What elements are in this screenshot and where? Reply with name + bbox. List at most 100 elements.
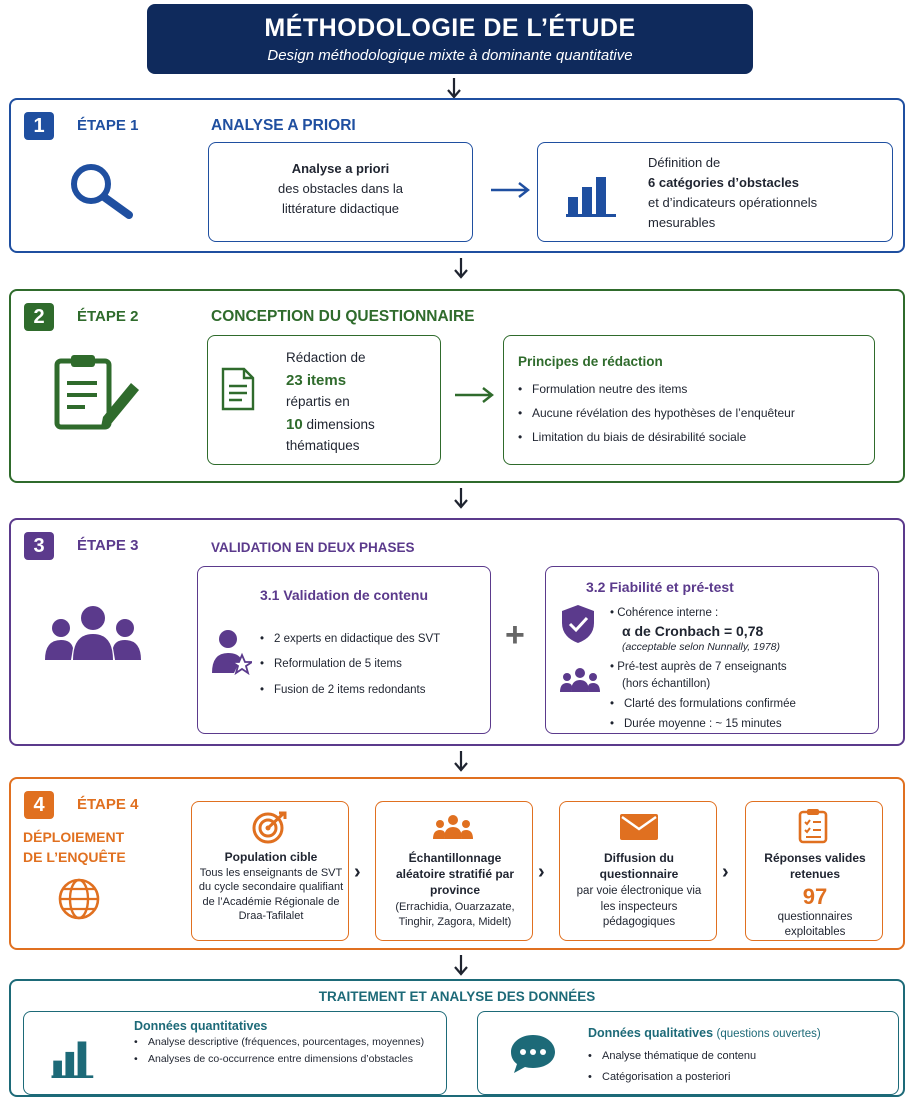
group-icon: [45, 606, 141, 660]
step4-badge: 4: [24, 791, 54, 819]
list-item: Aucune révélation des hypothèses de l’en…: [518, 401, 874, 425]
step2-box1-line3: répartis en: [286, 394, 350, 410]
bar-chart-icon: [51, 1041, 94, 1078]
step3-phase2-box: 3.2 Fiabilité et pré-test • Cohérence in…: [545, 566, 879, 734]
step1-box1-line2: des obstacles dans la: [277, 181, 404, 197]
page-subtitle: Design méthodologique mixte à dominante …: [267, 47, 633, 64]
step4-card-responses: Réponses valides retenues 97 questionnai…: [745, 801, 883, 941]
plus-icon: +: [505, 616, 525, 654]
step2-items-box: Rédaction de 23 items répartis en 10 dim…: [207, 335, 441, 465]
step3-phase2-title: 3.2 Fiabilité et pré-test: [586, 579, 734, 595]
target-icon: [252, 811, 287, 844]
step2-principles-title: Principes de rédaction: [518, 354, 663, 369]
step4-title: DÉPLOIEMENT DE L’ENQUÊTE: [23, 827, 126, 868]
list-item: Limitation du biais de désirabilité soci…: [518, 425, 874, 449]
pretest-note: (hors échantillon): [622, 677, 711, 690]
list-item: Fusion de 2 items redondants: [260, 678, 440, 704]
step1-box1-line1: Analyse a priori: [291, 161, 390, 176]
step2-box1-line1: Rédaction de: [286, 350, 366, 365]
cronbach-alpha: α de Cronbach = 0,78: [622, 622, 764, 639]
chat-bubble-icon: [511, 1035, 555, 1073]
magnifier-icon: [71, 164, 133, 219]
step1-title: ANALYSE A PRIORI: [211, 117, 356, 134]
analysis-quant-box: Données quantitatives Analyse descriptiv…: [23, 1011, 447, 1095]
list-item: Analyses de co-occurrence entre dimensio…: [134, 1053, 434, 1067]
list-item: Durée moyenne : ~ 15 minutes: [610, 714, 796, 734]
expert-star-icon: [212, 630, 252, 675]
analysis-qual-box: Données qualitatives (questions ouvertes…: [477, 1011, 899, 1095]
step2-dimensions-label: dimensions: [302, 417, 375, 433]
step2-items-count: 23 items: [286, 371, 347, 389]
card-text: par voie électronique via les inspecteur…: [576, 885, 702, 929]
checklist-icon: [798, 809, 828, 844]
step2-label: ÉTAPE 2: [77, 308, 139, 325]
card-text: Tous les enseignants de SVT du cycle sec…: [198, 867, 344, 922]
list-item: Analyse descriptive (fréquences, pourcen…: [134, 1036, 434, 1050]
analysis-title: TRAITEMENT ET ANALYSE DES DONNÉES: [318, 989, 596, 1004]
step2-box1-line5: thématiques: [286, 438, 360, 454]
step2-dimensions-count: 10: [286, 416, 303, 434]
qual-title-note: (questions ouvertes): [716, 1028, 821, 1040]
alpha-note: (acceptable selon Nunnally, 1978): [622, 640, 780, 653]
step1-box1-line3: littérature didactique: [281, 201, 400, 217]
card-title: Échantillonnage aléatoire stratifié par …: [395, 851, 515, 898]
step1-section: 1 ÉTAPE 1 ANALYSE A PRIORI Analyse a pri…: [9, 98, 905, 253]
down-arrow-icon: [454, 751, 468, 772]
step4-card-diffusion: Diffusion du questionnaire par voie élec…: [559, 801, 717, 941]
step4-label: ÉTAPE 4: [77, 796, 139, 813]
people-icon: [560, 668, 600, 692]
quant-list: Analyse descriptive (fréquences, pourcen…: [134, 1036, 434, 1066]
step4-card-sampling: Échantillonnage aléatoire stratifié par …: [375, 801, 533, 941]
down-arrow-icon: [454, 955, 468, 976]
step1-box2-line1: Définition de: [648, 155, 721, 170]
coherence-label: Cohérence interne :: [617, 607, 719, 619]
step1-label: ÉTAPE 1: [77, 117, 139, 134]
right-arrow-icon: ›: [354, 861, 361, 883]
bar-chart-icon: [566, 177, 616, 217]
step1-box2-line3: et d’indicateurs opérationnels: [648, 195, 818, 211]
list-item: Analyse thématique de contenu: [588, 1046, 756, 1067]
shield-check-icon: [562, 605, 594, 643]
step2-title: CONCEPTION DU QUESTIONNAIRE: [211, 308, 475, 325]
step2-badge: 2: [24, 303, 54, 331]
step1-definition-text: Définition de 6 catégories d’obstacles e…: [648, 153, 888, 234]
envelope-icon: [620, 814, 658, 840]
step4-section: 4 ÉTAPE 4 DÉPLOIEMENT DE L’ENQUÊTE Popul…: [9, 777, 905, 950]
document-icon: [221, 367, 255, 411]
step4-title-line1: DÉPLOIEMENT: [23, 829, 125, 845]
card-title: Diffusion du questionnaire: [599, 851, 679, 882]
qual-list: Analyse thématique de contenu Catégorisa…: [588, 1046, 756, 1088]
down-arrow-icon: [447, 78, 461, 99]
step1-definition-box: Définition de 6 catégories d’obstacles e…: [537, 142, 893, 242]
card-title: Réponses valides retenues: [764, 851, 866, 882]
step3-coherence: • Cohérence interne : α de Cronbach = 0,…: [610, 605, 875, 655]
step1-box2-line2: 6 catégories d’obstacles: [648, 175, 800, 191]
step4-title-line2: DE L’ENQUÊTE: [23, 849, 126, 866]
quant-title: Données quantitatives: [134, 1019, 268, 1033]
right-arrow-icon: [491, 182, 530, 198]
step3-pretest: • Pré-test auprès de 7 enseignants (hors…: [610, 659, 875, 692]
right-arrow-icon: ›: [722, 861, 729, 883]
step2-items-text: Rédaction de 23 items répartis en 10 dim…: [286, 348, 436, 457]
step1-analysis-box: Analyse a priori des obstacles dans la l…: [208, 142, 473, 242]
step2-principles-list: Formulation neutre des items Aucune révé…: [518, 377, 874, 449]
step3-phase1-box: 3.1 Validation de contenu 2 experts en d…: [197, 566, 491, 734]
step3-title: VALIDATION EN DEUX PHASES: [211, 540, 415, 555]
step3-phase2-list: Clarté des formulations confirmée Durée …: [610, 694, 796, 734]
step3-badge: 3: [24, 532, 54, 560]
pretest-label: Pré-test auprès de 7 enseignants: [617, 661, 787, 673]
analysis-section: TRAITEMENT ET ANALYSE DES DONNÉES Donnée…: [9, 979, 905, 1097]
right-arrow-icon: [455, 387, 494, 403]
step3-phase1-title: 3.1 Validation de contenu: [259, 587, 429, 603]
list-item: Catégorisation a posteriori: [588, 1067, 756, 1088]
list-item: Reformulation de 5 items: [260, 652, 440, 678]
step2-principles-box: Principes de rédaction Formulation neutr…: [503, 335, 875, 465]
qual-title: Données qualitatives: [588, 1026, 714, 1040]
step3-section: 3 ÉTAPE 3 VALIDATION EN DEUX PHASES 3.1 …: [9, 518, 905, 746]
card-title: Population cible: [224, 850, 318, 864]
step1-box2-line4: mesurables: [648, 215, 716, 231]
globe-icon: [58, 878, 100, 920]
step3-phase1-list: 2 experts en didactique des SVT Reformul…: [260, 627, 440, 703]
down-arrow-icon: [454, 258, 468, 279]
clipboard-pen-icon: [54, 355, 139, 430]
